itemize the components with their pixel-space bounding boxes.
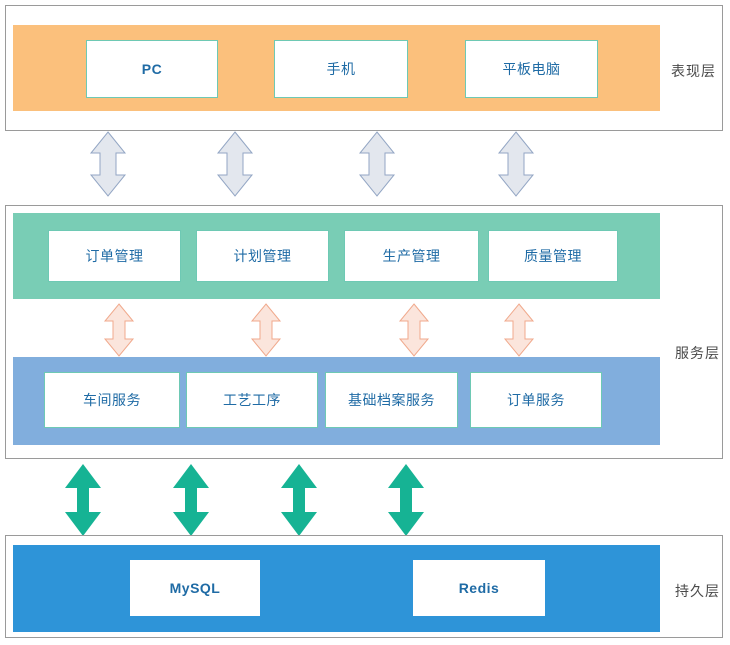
label-persistence-layer: 持久层 <box>675 583 720 599</box>
persistence-layer-band <box>13 545 660 632</box>
connector-modules-services-3 <box>398 303 430 357</box>
connector-service-persistence-4 <box>387 464 425 536</box>
node-order-service[interactable]: 订单服务 <box>470 372 602 428</box>
label-service-layer: 服务层 <box>675 345 720 361</box>
node-redis[interactable]: Redis <box>413 560 545 616</box>
node-quality-management[interactable]: 质量管理 <box>488 230 618 282</box>
connector-presentation-service-3 <box>358 131 396 197</box>
connector-modules-services-2 <box>250 303 282 357</box>
connector-service-persistence-3 <box>280 464 318 536</box>
node-mysql[interactable]: MySQL <box>130 560 260 616</box>
node-production-management[interactable]: 生产管理 <box>344 230 479 282</box>
connector-presentation-service-4 <box>497 131 535 197</box>
connector-modules-services-4 <box>503 303 535 357</box>
node-basic-archive-service[interactable]: 基础档案服务 <box>325 372 458 428</box>
connector-service-persistence-2 <box>172 464 210 536</box>
node-mobile[interactable]: 手机 <box>274 40 408 98</box>
label-presentation-layer: 表现层 <box>671 63 716 79</box>
node-plan-management[interactable]: 计划管理 <box>196 230 329 282</box>
node-process-service[interactable]: 工艺工序 <box>186 372 318 428</box>
node-tablet[interactable]: 平板电脑 <box>465 40 598 98</box>
node-order-management[interactable]: 订单管理 <box>48 230 181 282</box>
node-workshop-service[interactable]: 车间服务 <box>44 372 180 428</box>
connector-modules-services-1 <box>103 303 135 357</box>
connector-presentation-service-2 <box>216 131 254 197</box>
node-pc[interactable]: PC <box>86 40 218 98</box>
connector-presentation-service-1 <box>89 131 127 197</box>
connector-service-persistence-1 <box>64 464 102 536</box>
